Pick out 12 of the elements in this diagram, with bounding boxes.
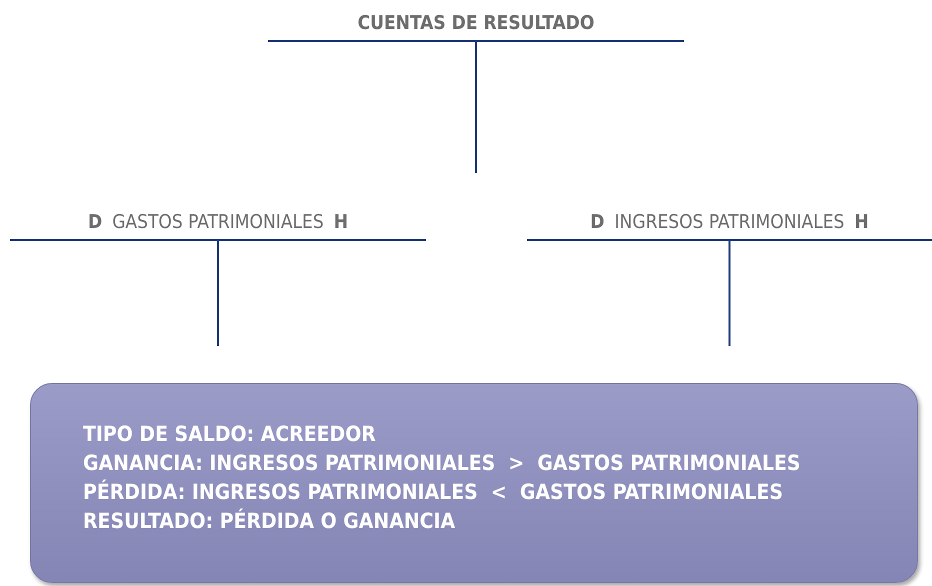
summary-box (30, 383, 918, 583)
side-label: H (854, 211, 869, 233)
account-title: INGRESOS PATRIMONIALES (614, 211, 844, 233)
summary-line: GANANCIA: INGRESOS PATRIMONIALES > GASTOS PATRIMONIALES (83, 450, 802, 477)
summary-line: RESULTADO: PÉRDIDA O GANANCIA (83, 508, 456, 535)
side-label: D (88, 211, 102, 233)
summary-line: TIPO DE SALDO: ACREEDOR (83, 421, 377, 448)
account-title: GASTOS PATRIMONIALES (112, 211, 324, 233)
side-label: H (334, 211, 348, 233)
side-label: D (590, 211, 604, 233)
account-title: CUENTAS DE RESULTADO (358, 12, 594, 34)
summary-line: PÉRDIDA: INGRESOS PATRIMONIALES < GASTOS PATRIMONIALES (83, 478, 784, 506)
